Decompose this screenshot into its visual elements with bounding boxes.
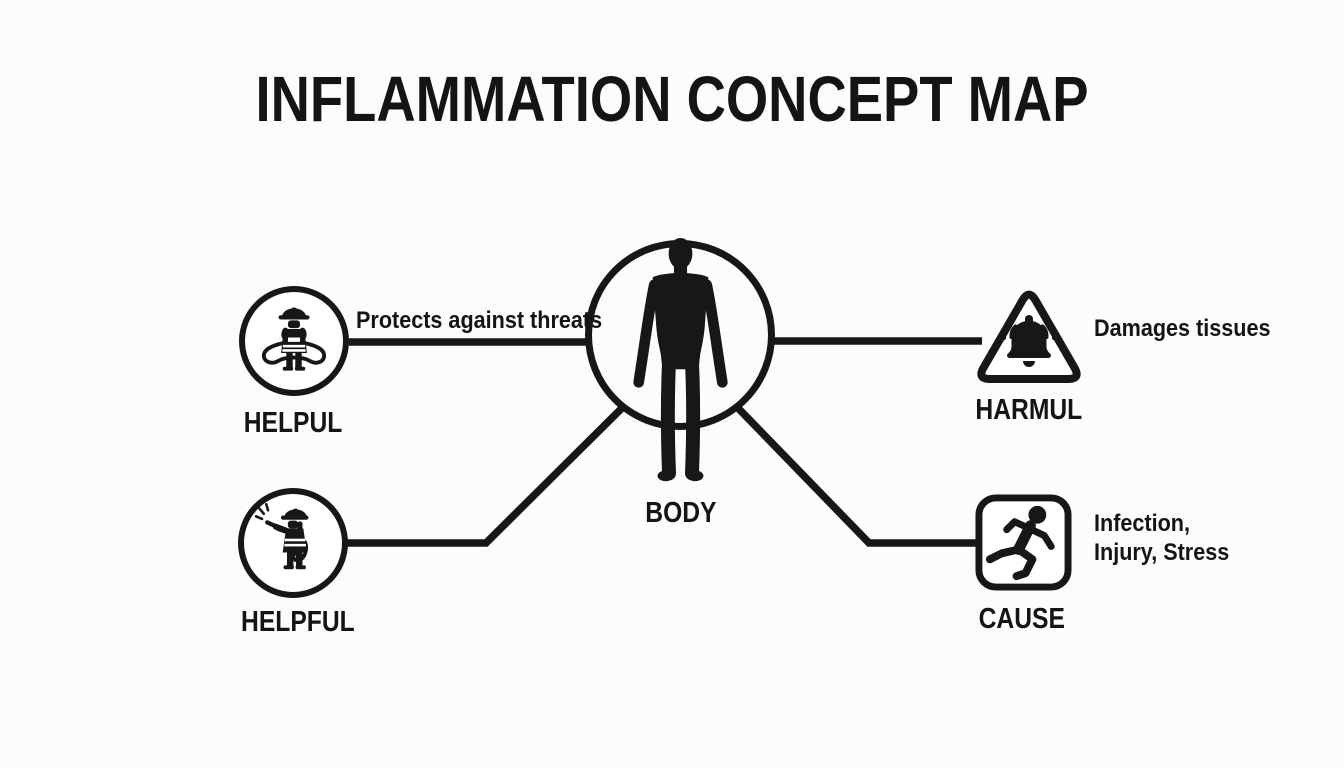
firefighter-hose-icon — [261, 307, 327, 371]
helpul-label: HELPUL — [243, 407, 343, 439]
edge-label-causes: Infection, Injury, Stress — [1094, 509, 1244, 567]
body-label: BODY — [645, 497, 717, 529]
edge-helpful-to-body — [347, 405, 625, 547]
harmul-label: HARMUL — [975, 394, 1083, 426]
edge-label-damages: Damages tissues — [1094, 315, 1271, 342]
helpful-node-circle — [238, 488, 348, 598]
firefighter-spray-icon — [254, 503, 309, 570]
alarm-bell-triangle-icon — [977, 290, 1081, 383]
edge-label-protects: Protects against threats — [356, 307, 603, 334]
helpul-node-circle — [239, 286, 349, 396]
edge-body-to-cause — [735, 405, 978, 547]
human-body-icon — [633, 238, 728, 482]
helpful-label: HELPFUL — [241, 606, 355, 638]
edge-label-causes-line1: Infection, — [1094, 510, 1191, 537]
diagram-title-text: INFLAMMATION CONCEPT MAP — [255, 63, 1089, 135]
cause-label: CAUSE — [978, 603, 1066, 635]
running-person-icon — [975, 494, 1072, 591]
diagram-title: INFLAMMATION CONCEPT MAP — [0, 62, 1344, 136]
edge-label-causes-line2: Injury, Stress — [1094, 539, 1230, 566]
